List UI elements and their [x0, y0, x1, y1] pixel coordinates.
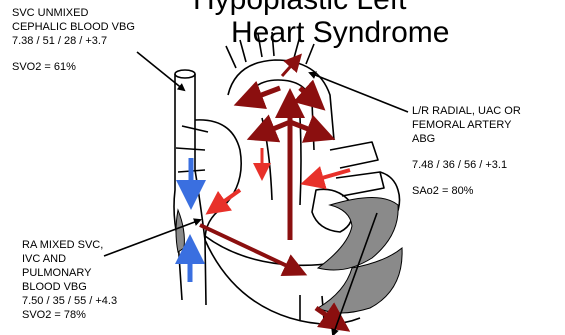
- svc-label-line-1: SVC UNMIXED: [12, 6, 135, 20]
- mixed-branch-left-arrow: [256, 122, 290, 136]
- arterial-label-line-2: FEMORAL ARTERY: [412, 118, 521, 132]
- pulmonary-veins-right: [330, 142, 384, 196]
- arterial-callout-line: [310, 73, 408, 112]
- ra-shading: [176, 210, 184, 252]
- mixed-branch-right-arrow: [290, 122, 326, 136]
- arterial-label: L/R RADIAL, UAC OR FEMORAL ARTERY ABG 7.…: [412, 104, 521, 198]
- svc-opening: [175, 70, 195, 78]
- head-vessel-2: [258, 32, 274, 57]
- pulmonary-return-arrow-2: [212, 190, 240, 210]
- arterial-label-values: 7.48 / 36 / 56 / +3.1: [412, 158, 521, 172]
- arterial-label-line-1: L/R RADIAL, UAC OR: [412, 104, 521, 118]
- svc-label: SVC UNMIXED CEPHALIC BLOOD VBG 7.38 / 51…: [12, 6, 135, 74]
- ra-label-saturation: SVO2 = 78%: [22, 308, 117, 322]
- mixed-ra-to-ventricle-arrow: [200, 225, 300, 272]
- arterial-label-line-3: ABG: [412, 132, 521, 146]
- svc-label-line-2: CEPHALIC BLOOD VBG: [12, 20, 135, 34]
- ra-label-values: 7.50 / 35 / 55 / +4.3: [22, 294, 117, 308]
- ra-label-line-1: RA MIXED SVC,: [22, 238, 117, 252]
- ra-label: RA MIXED SVC, IVC AND PULMONARY BLOOD VB…: [22, 238, 117, 322]
- ra-label-line-4: BLOOD VBG: [22, 280, 117, 294]
- flow-arrows: [190, 58, 350, 326]
- mixed-arch-right-arrow: [300, 88, 318, 104]
- ra-label-line-2: IVC AND: [22, 252, 117, 266]
- arterial-label-saturation: SAo2 = 80%: [412, 184, 521, 198]
- ra-callout-line: [104, 220, 200, 256]
- pulmonary-return-arrow-1: [308, 170, 350, 182]
- svc-label-values: 7.38 / 51 / 28 / +3.7: [12, 34, 135, 48]
- ra-label-line-3: PULMONARY: [22, 266, 117, 280]
- svc-label-saturation: SVO2 = 61%: [12, 60, 135, 74]
- head-vessel-1: [226, 40, 246, 68]
